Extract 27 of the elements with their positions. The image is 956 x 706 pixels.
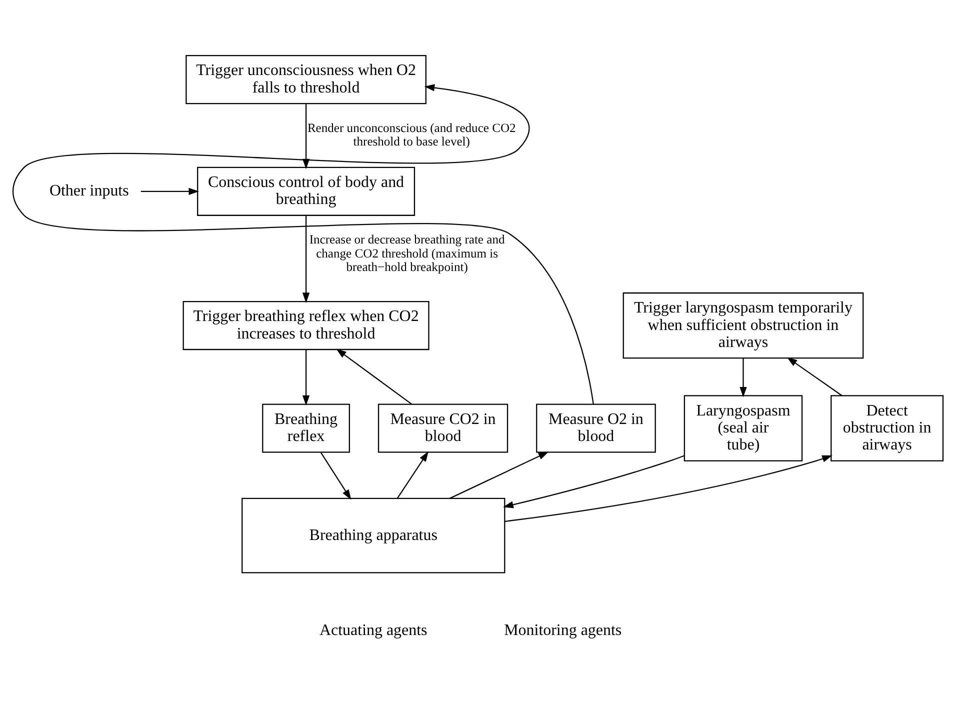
arrow — [504, 454, 832, 522]
label: Monitoring agents — [504, 622, 622, 639]
node-box: Detect obstruction in airways — [830, 394, 944, 461]
node-box: Conscious control of body and breathing — [197, 166, 416, 216]
edge-label: Render unconconscious (and reduce CO2 threshold to base level) — [307, 120, 516, 148]
node-box: Laryngospasm (seal air tube) — [684, 394, 803, 461]
arrow — [449, 451, 549, 498]
node-box: Breathing apparatus — [242, 497, 506, 573]
arrow — [12, 84, 594, 404]
arrow — [786, 356, 842, 396]
arrow — [740, 358, 747, 397]
arrow — [302, 215, 310, 302]
label: Actuating agents — [320, 622, 428, 639]
arrow — [302, 349, 310, 406]
arrow — [140, 187, 200, 194]
edge-label: Increase or decrease breathing rate and change CO2 threshold (maximum is breath−hold breakpoint) — [309, 232, 505, 274]
arrow — [336, 348, 412, 404]
arrow — [320, 452, 352, 500]
arrow — [503, 454, 684, 508]
node-box: Trigger laryngospasm temporarily when sufficient obstruction in airways — [622, 292, 864, 358]
node-box: Measure CO2 in blood — [378, 403, 508, 452]
node-box: Trigger unconsciousness when O2 falls to threshold — [186, 54, 426, 104]
node-box: Measure O2 in blood — [536, 403, 656, 452]
arrow — [396, 450, 429, 498]
node-text: Other inputs — [49, 182, 129, 200]
node-box: Trigger breathing reflex when CO2 increases to threshold — [182, 300, 430, 350]
node-box: Breathing reflex — [262, 403, 350, 452]
